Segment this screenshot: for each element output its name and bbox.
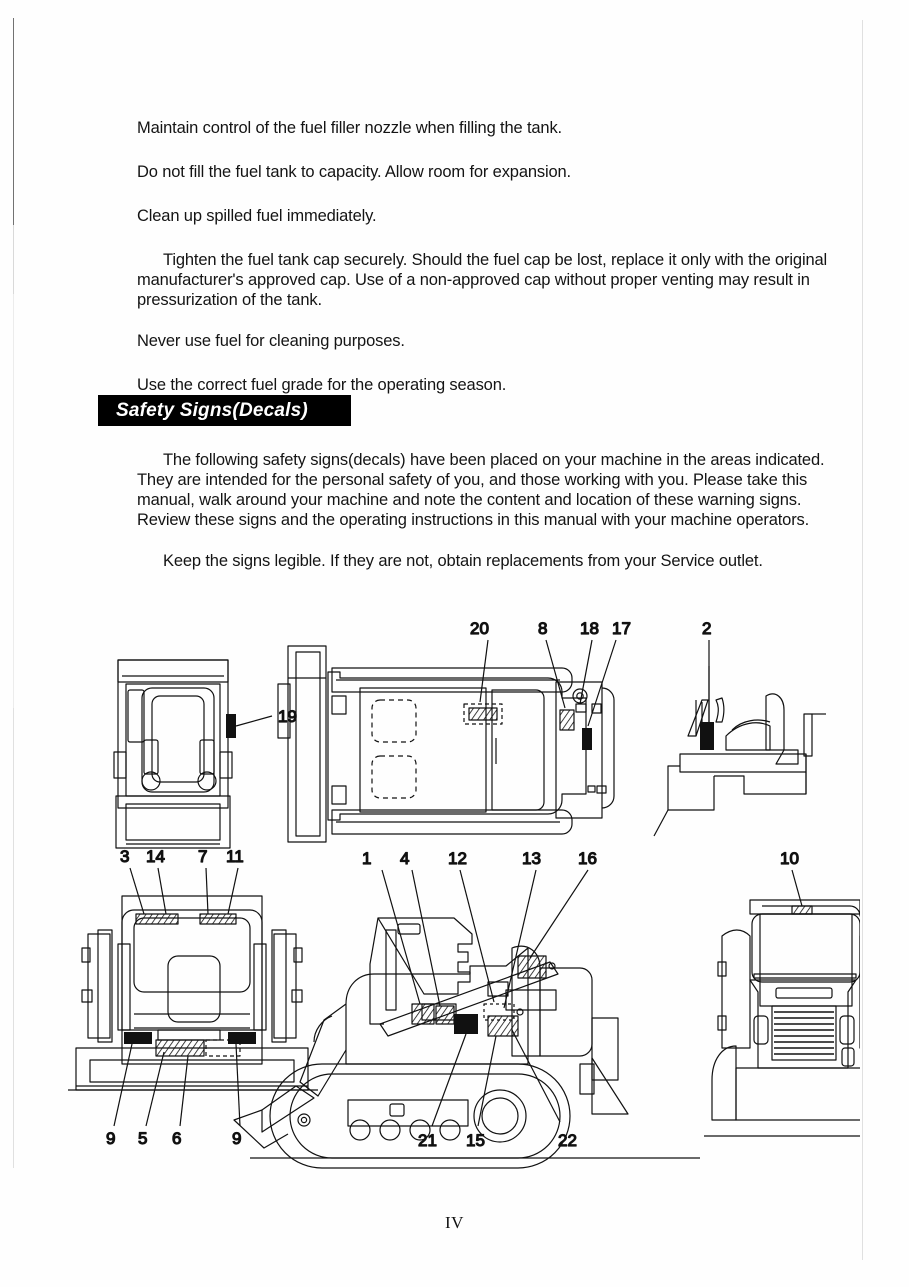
- callout-17: 17: [612, 619, 631, 638]
- safety-signs-text-block: The following safety signs(decals) have …: [137, 450, 855, 594]
- decal-marker-15-22: [487, 1015, 519, 1037]
- decal-marker-5: [155, 1039, 205, 1057]
- decal-marker-21: [454, 1014, 478, 1034]
- scan-edge-artifact-left: [13, 18, 14, 1168]
- decal-marker-6: [205, 1039, 241, 1057]
- safety-signs-paragraph-2-text: Keep the signs legible. If they are not,…: [163, 552, 763, 570]
- safety-signs-paragraph-1: The following safety signs(decals) have …: [137, 450, 855, 530]
- decal-marker-20: [468, 707, 498, 721]
- callout-15: 15: [466, 1131, 485, 1150]
- decal-marker-16: [517, 955, 547, 979]
- callout-4: 4: [400, 849, 409, 868]
- safety-signs-paragraph-1-text: The following safety signs(decals) have …: [137, 451, 825, 529]
- callout-20: 20: [470, 619, 489, 638]
- machine-front-view: 3 14 7 11 9 5 6 9: [68, 846, 318, 1149]
- machine-rear-view: 10: [704, 848, 860, 1137]
- callout-10: 10: [780, 849, 799, 868]
- grille-louvers: [774, 1011, 834, 1055]
- callout-14: 14: [146, 847, 165, 866]
- fuel-safety-paragraph-1: Maintain control of the fuel filler nozz…: [137, 119, 562, 137]
- safety-signs-paragraph-2: Keep the signs legible. If they are not,…: [137, 551, 855, 571]
- callout-12: 12: [448, 849, 467, 868]
- page-number: IV: [445, 1213, 464, 1232]
- callout-8: 8: [538, 619, 547, 638]
- fuel-safety-paragraph-4-text: Tighten the fuel tank cap securely. Shou…: [137, 251, 828, 309]
- callout-7: 7: [198, 847, 207, 866]
- decal-marker-9-right: [228, 1032, 256, 1044]
- decal-marker-9-left: [124, 1032, 152, 1044]
- fuel-safety-paragraph-5: Never use fuel for cleaning purposes.: [137, 332, 405, 350]
- decal-marker-2: [700, 722, 714, 750]
- fuel-safety-paragraph-6: Use the correct fuel grade for the opera…: [137, 376, 507, 394]
- decal-marker-19: [226, 714, 236, 738]
- machine-side-view: 1 4 12 13 16 21 15 22: [233, 848, 700, 1169]
- callout-11: 11: [226, 847, 244, 866]
- scan-edge-artifact-right: [862, 20, 863, 1260]
- callout-1: 1: [362, 849, 371, 868]
- machine-plan-view: 20 8 18 17: [277, 618, 632, 843]
- callout-9-right: 9: [232, 1129, 241, 1148]
- callout-16: 16: [578, 849, 597, 868]
- fuel-safety-paragraph-4: Tighten the fuel tank cap securely. Shou…: [137, 250, 855, 310]
- operator-seat-detail-view: 2: [653, 618, 826, 837]
- callout-3: 3: [120, 847, 129, 866]
- decal-outline-20: [463, 703, 503, 725]
- decal-marker-4: [435, 1005, 455, 1025]
- fuel-safety-paragraph-3: Clean up spilled fuel immediately.: [137, 207, 377, 225]
- callout-22: 22: [558, 1131, 577, 1150]
- callout-6: 6: [172, 1129, 181, 1148]
- fuel-safety-text-block: Maintain control of the fuel filler nozz…: [137, 118, 855, 419]
- decal-marker-1: [411, 1003, 435, 1025]
- decal-marker-8: [559, 709, 575, 731]
- callout-2: 2: [702, 619, 711, 638]
- cab-top-view: 19: [113, 659, 298, 849]
- callout-5: 5: [138, 1129, 147, 1148]
- decal-marker-3-14: [135, 913, 179, 925]
- decal-marker-7-11: [199, 913, 237, 925]
- decal-marker-17: [582, 728, 592, 750]
- decal-marker-18: [575, 703, 587, 713]
- callout-13: 13: [522, 849, 541, 868]
- fuel-safety-paragraph-2: Do not fill the fuel tank to capacity. A…: [137, 163, 571, 181]
- callout-9-left: 9: [106, 1129, 115, 1148]
- section-heading-label: Safety Signs(Decals): [116, 400, 308, 421]
- decal-marker-10: [791, 905, 813, 915]
- callout-21: 21: [418, 1131, 437, 1150]
- banner-background: [98, 395, 351, 426]
- section-heading-banner: Safety Signs(Decals): [98, 395, 351, 426]
- callout-18: 18: [580, 619, 599, 638]
- safety-decal-location-figure: 19: [60, 618, 860, 1178]
